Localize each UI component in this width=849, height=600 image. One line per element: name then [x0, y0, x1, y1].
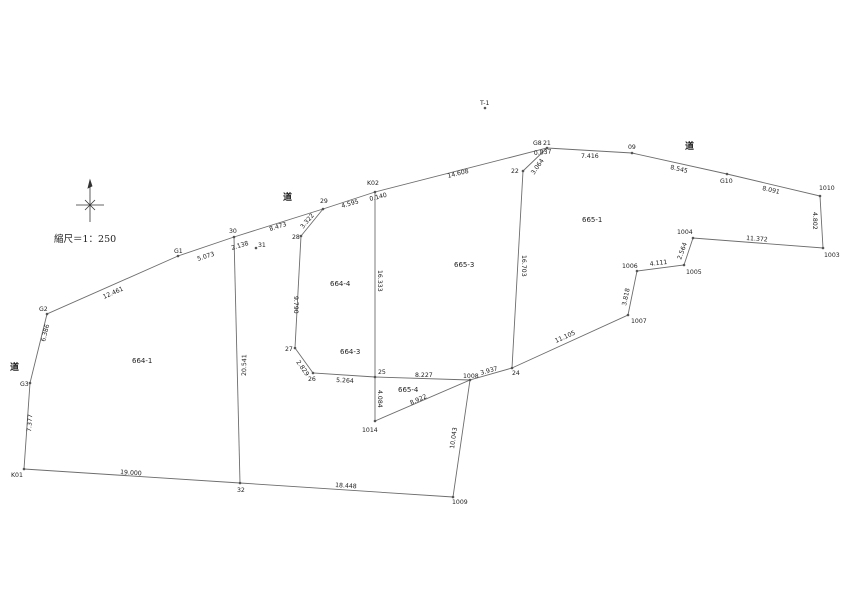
- lot-label: 665-1: [582, 216, 602, 224]
- point-label: 1007: [631, 318, 647, 325]
- distance-label: 3.818: [621, 288, 632, 307]
- distance-label: 19.000: [120, 469, 142, 477]
- point-labels: T-1 G8 21 09 G10 1010 1003 1004 1005 100…: [11, 100, 840, 506]
- point-label: 29: [320, 198, 328, 205]
- point-label: G3: [20, 381, 29, 388]
- distance-label: 7.416: [581, 153, 599, 160]
- distance-label: 0.837: [534, 148, 552, 157]
- point-label: 31: [258, 242, 266, 249]
- point-label: T-1: [479, 100, 489, 107]
- distance-label: 2.829: [294, 359, 310, 378]
- distance-label: 14.608: [447, 168, 470, 180]
- point-label: 09: [628, 144, 636, 151]
- lot-label: 664-4: [330, 280, 351, 288]
- point-label: G1: [174, 248, 183, 255]
- point-label: K01: [11, 472, 23, 479]
- distance-label: 3.937: [480, 365, 499, 377]
- distance-labels: 0.837 7.416 8.545 8.091 4.802 11.372 2.5…: [26, 148, 818, 490]
- point-label: G2: [39, 306, 48, 313]
- lot-label: 664-1: [132, 357, 152, 365]
- distance-label: 6.386: [40, 324, 51, 343]
- distance-label: 8.091: [762, 185, 781, 196]
- distance-label: 20.541: [241, 354, 248, 376]
- distance-label: 2.564: [676, 242, 689, 261]
- point-label: 1004: [677, 229, 693, 236]
- survey-points: [22, 106, 825, 499]
- point-label: 25: [378, 369, 386, 376]
- distance-label: 4.111: [649, 259, 667, 268]
- point-label: G10: [720, 178, 733, 185]
- point-label: 22: [511, 168, 519, 175]
- distance-label: 8.227: [415, 372, 433, 379]
- point-label: 32: [237, 487, 245, 494]
- point-label: G8: [533, 140, 542, 147]
- point-label: 1008: [463, 373, 479, 380]
- boundary-lines: [23, 147, 824, 498]
- distance-label: 7.377: [26, 414, 34, 432]
- lot-label: 665-4: [398, 386, 419, 394]
- north-arrow-icon: [76, 178, 104, 222]
- distance-label: 18.448: [335, 482, 357, 490]
- distance-label: 2.138: [231, 240, 250, 252]
- point-label: 24: [512, 370, 520, 377]
- road-labels: 道 道 道: [10, 140, 694, 373]
- distance-label: 10.043: [449, 427, 459, 449]
- distance-label: 4.595: [341, 198, 360, 210]
- distance-label: 9.790: [292, 296, 299, 314]
- point-label: 26: [308, 376, 316, 383]
- distance-label: 16.703: [520, 255, 527, 277]
- road-label: 道: [283, 191, 292, 203]
- distance-label: 16.333: [376, 270, 383, 292]
- distance-label: 8.473: [269, 221, 288, 233]
- point-label: 1003: [824, 252, 840, 259]
- point-label: 1009: [452, 499, 468, 506]
- point-label: 1010: [819, 185, 835, 192]
- distance-label: 3.064: [530, 158, 546, 177]
- distance-label: 5.264: [336, 377, 354, 385]
- distance-label: 8.545: [670, 164, 689, 175]
- distance-label: 4.802: [811, 212, 818, 230]
- lot-labels: 665-1 665-3 664-4 664-3 665-4 664-1: [132, 216, 602, 394]
- lot-label: 664-3: [340, 348, 360, 356]
- distance-label: 8.922: [409, 393, 428, 407]
- distance-label: 0.140: [369, 192, 388, 203]
- point-label: 28: [292, 234, 300, 241]
- point-label: 1014: [362, 427, 378, 434]
- distance-label: 5.073: [196, 251, 215, 263]
- point-label: 21: [543, 140, 551, 147]
- point-label: 1005: [686, 269, 702, 276]
- point-label: 30: [229, 228, 237, 235]
- distance-label: 11.372: [746, 235, 768, 243]
- point-label: 1006: [622, 263, 638, 270]
- point-label: 27: [285, 346, 293, 353]
- road-label: 道: [10, 361, 19, 373]
- road-label: 道: [685, 140, 694, 152]
- distance-label: 11.105: [554, 330, 577, 345]
- point-label: K02: [367, 180, 379, 187]
- distance-label: 4.084: [376, 390, 383, 408]
- lot-label: 665-3: [454, 261, 474, 269]
- scale-label: 縮尺＝1：250: [54, 233, 116, 245]
